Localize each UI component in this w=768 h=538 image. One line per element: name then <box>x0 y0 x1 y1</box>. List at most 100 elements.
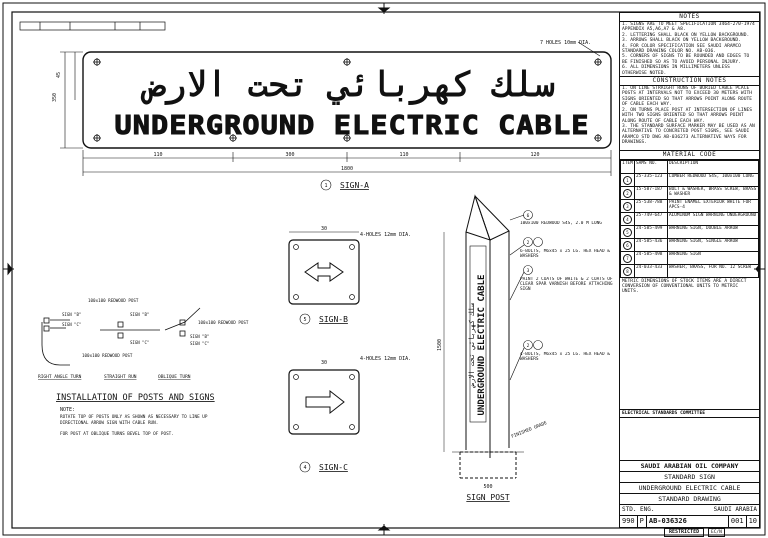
installation-note-heading: NOTE: <box>60 407 75 413</box>
sign-a: سلك كهربائي تحت الارض UNDERGROUND ELECTR… <box>52 40 612 191</box>
ec-label: EC/N <box>708 528 725 537</box>
material-desc: LUMBER REDWOOD S4S, 100x100 LONG <box>667 172 759 187</box>
label-post-c: 100x100 REDWOOD POST <box>82 353 133 358</box>
material-code: 25-749-647 <box>634 211 668 226</box>
sign-a-dim-4: 120 <box>530 152 539 158</box>
post-text-arabic: سلك كهربائي تحت الارض <box>468 303 476 388</box>
title-line-3: STANDARD DRAWING <box>620 493 759 504</box>
label-sign-b3: SIGN "B" <box>190 334 209 339</box>
material-code: 25-335-123 <box>634 172 668 187</box>
post-outline <box>452 194 524 479</box>
material-code: 24-033-433 <box>634 263 668 278</box>
sign-c-callout: 4 <box>303 465 306 471</box>
location-left: STD. ENG. <box>622 506 655 513</box>
single-arrow-icon <box>305 389 345 415</box>
sign-c: 4-HOLES 12mm DIA. 30 4 SIGN-C <box>288 356 411 473</box>
sign-c-title: SIGN-C <box>319 463 348 472</box>
notes-heading: NOTES <box>620 13 759 22</box>
material-code: 25-538-788 <box>634 198 668 213</box>
material-code: 24-585-499 <box>634 224 668 239</box>
sign-a-title: SIGN-A <box>340 181 369 190</box>
post-callout-3-text: PAINT 2 COATS OF WHITE & 2 COATS OF CLEA… <box>520 277 613 292</box>
note-1: 1. SIGNS ARE TO MEET SPECIFICATION 3464-… <box>622 22 758 33</box>
material-code: 24-585-436 <box>634 237 668 252</box>
post-grade-label: FINISHED GRADE <box>511 420 549 440</box>
post-callout-4-text: 4-BOLTS, M6x45 x 25 LG. HEX HEAD & WASHE… <box>520 352 610 362</box>
dwg-number: AB-036326 <box>647 516 729 527</box>
sign-a-holes <box>93 58 602 142</box>
material-item: 8 <box>623 266 632 276</box>
note-2: 2. LETTERING SHALL BLACK ON YELLOW BACKG… <box>622 32 750 38</box>
note-4: 4. FOR COLOR SPECIFICATION SEE SAUDI ARA… <box>622 43 744 55</box>
material-item: 1 <box>623 175 632 185</box>
centering-marks <box>3 3 765 535</box>
material-col-item: ITEM <box>620 159 635 174</box>
location-right: SAUDI ARABIA <box>713 506 757 513</box>
post-title: SIGN POST <box>466 493 510 502</box>
material-desc: WARNING SIGN, DOUBLE ARROW <box>667 224 759 239</box>
sign-a-arabic-text: سلك كهربائي تحت الارض <box>141 65 554 105</box>
material-col-desc: DESCRIPTION <box>667 159 759 174</box>
label-sign-b2: SIGN "B" <box>130 312 149 317</box>
installation-title: INSTALLATION OF POSTS AND SIGNS <box>56 393 215 403</box>
post-callout-2-text: 6-BOLTS, M6x45 x 25 LG. HEX HEAD & WASHE… <box>520 249 610 259</box>
sign-b-holes-note: 4-HOLES 12mm DIA. <box>360 232 411 238</box>
sign-a-dimensions <box>60 51 612 176</box>
sign-post: UNDERGROUND ELECTRIC CABLE سلك كهربائي ت… <box>437 194 613 502</box>
double-arrow-icon <box>304 262 344 282</box>
material-col-sams: SAMS NO. <box>634 159 668 174</box>
label-sign-c1: SIGN "C" <box>62 322 81 327</box>
revision-strip <box>19 21 166 31</box>
material-desc: WASHER, BRASS, FOR NO. 12 SCREW <box>667 263 759 278</box>
label-post-a: 100x100 REDWOOD POST <box>88 298 139 303</box>
construction-note-3: 3. THE STANDARD SURFACE MARKER MAY BE US… <box>622 123 758 146</box>
post-text-english: UNDERGROUND ELECTRIC CABLE <box>477 275 487 416</box>
post-callout-1-id: 6 <box>527 213 530 219</box>
material-code: 15-587-187 <box>634 185 668 200</box>
title-line-2: UNDERGROUND ELECTRIC CABLE <box>620 482 759 493</box>
note-6: 6. ALL DIMENSIONS IN MILLIMETERS UNLESS … <box>622 65 733 76</box>
post-callout-4-id: 2 <box>527 343 530 349</box>
construction-note-2: 2. ON TURNS PLACE POST AT INTERSECTION O… <box>622 107 755 124</box>
post-dim-left: 1500 <box>437 339 443 351</box>
post-callout-1-text: 100x100 REDWOOD S4S, 2.0 M LONG <box>520 221 602 226</box>
dwg-sheet: 001 <box>729 516 747 527</box>
dwg-rev: 10 <box>748 517 757 525</box>
post-callout-2-id: 2 <box>527 240 530 246</box>
material-desc: WARNING SIGN, SINGLE ARROW <box>667 237 759 252</box>
sign-a-callout: 1 <box>324 183 327 189</box>
dwg-index: 990 <box>620 516 638 527</box>
material-desc: ALUMINUM SIGN WARNING UNDERGROUND <box>667 211 759 226</box>
material-item: 7 <box>623 253 632 263</box>
sign-a-dim-height-left: 45 <box>56 72 62 78</box>
title-block: NOTES 1. SIGNS ARE TO MEET SPECIFICATION… <box>619 12 760 528</box>
title-block-bottom: ELECTRICAL STANDARDS COMMITTEE SAUDI ARA… <box>620 408 759 527</box>
sign-c-dim-top: 30 <box>321 360 327 366</box>
label-sign-c2: SIGN "C" <box>130 340 149 345</box>
material-item: 4 <box>623 214 632 224</box>
sign-b-dim-top: 30 <box>321 226 327 232</box>
sign-a-dim-height-total: 350 <box>52 93 58 102</box>
material-item: 2 <box>623 188 632 198</box>
label-sign-c3: SIGN "C" <box>190 341 209 346</box>
caption-straight-run: STRAIGHT RUN <box>104 374 137 380</box>
material-header-row: ITEM SAMS NO. DESCRIPTION <box>620 159 759 174</box>
note-5: 5. CORNERS OF SIGNS TO BE ROUNDED AND ED… <box>622 54 753 65</box>
note-3: 3. ARROWS SHALL BLACK ON YELLOW BACKGROU… <box>622 38 741 44</box>
material-heading: MATERIAL CODE <box>620 151 759 160</box>
material-desc: BOLT & WASHER, BRASS SCREW, BRASS & WASH… <box>667 185 759 200</box>
sign-a-outline <box>82 51 612 149</box>
material-item: 3 <box>623 201 632 211</box>
installation-plan-views <box>41 307 201 366</box>
sign-a-dim-overall: 1800 <box>341 166 353 172</box>
sign-b-callout: 5 <box>303 317 306 323</box>
label-sign-b1: SIGN "B" <box>62 312 81 317</box>
installation-section: 100x100 REDWOOD POST 100x100 REDWOOD POS… <box>38 298 249 437</box>
